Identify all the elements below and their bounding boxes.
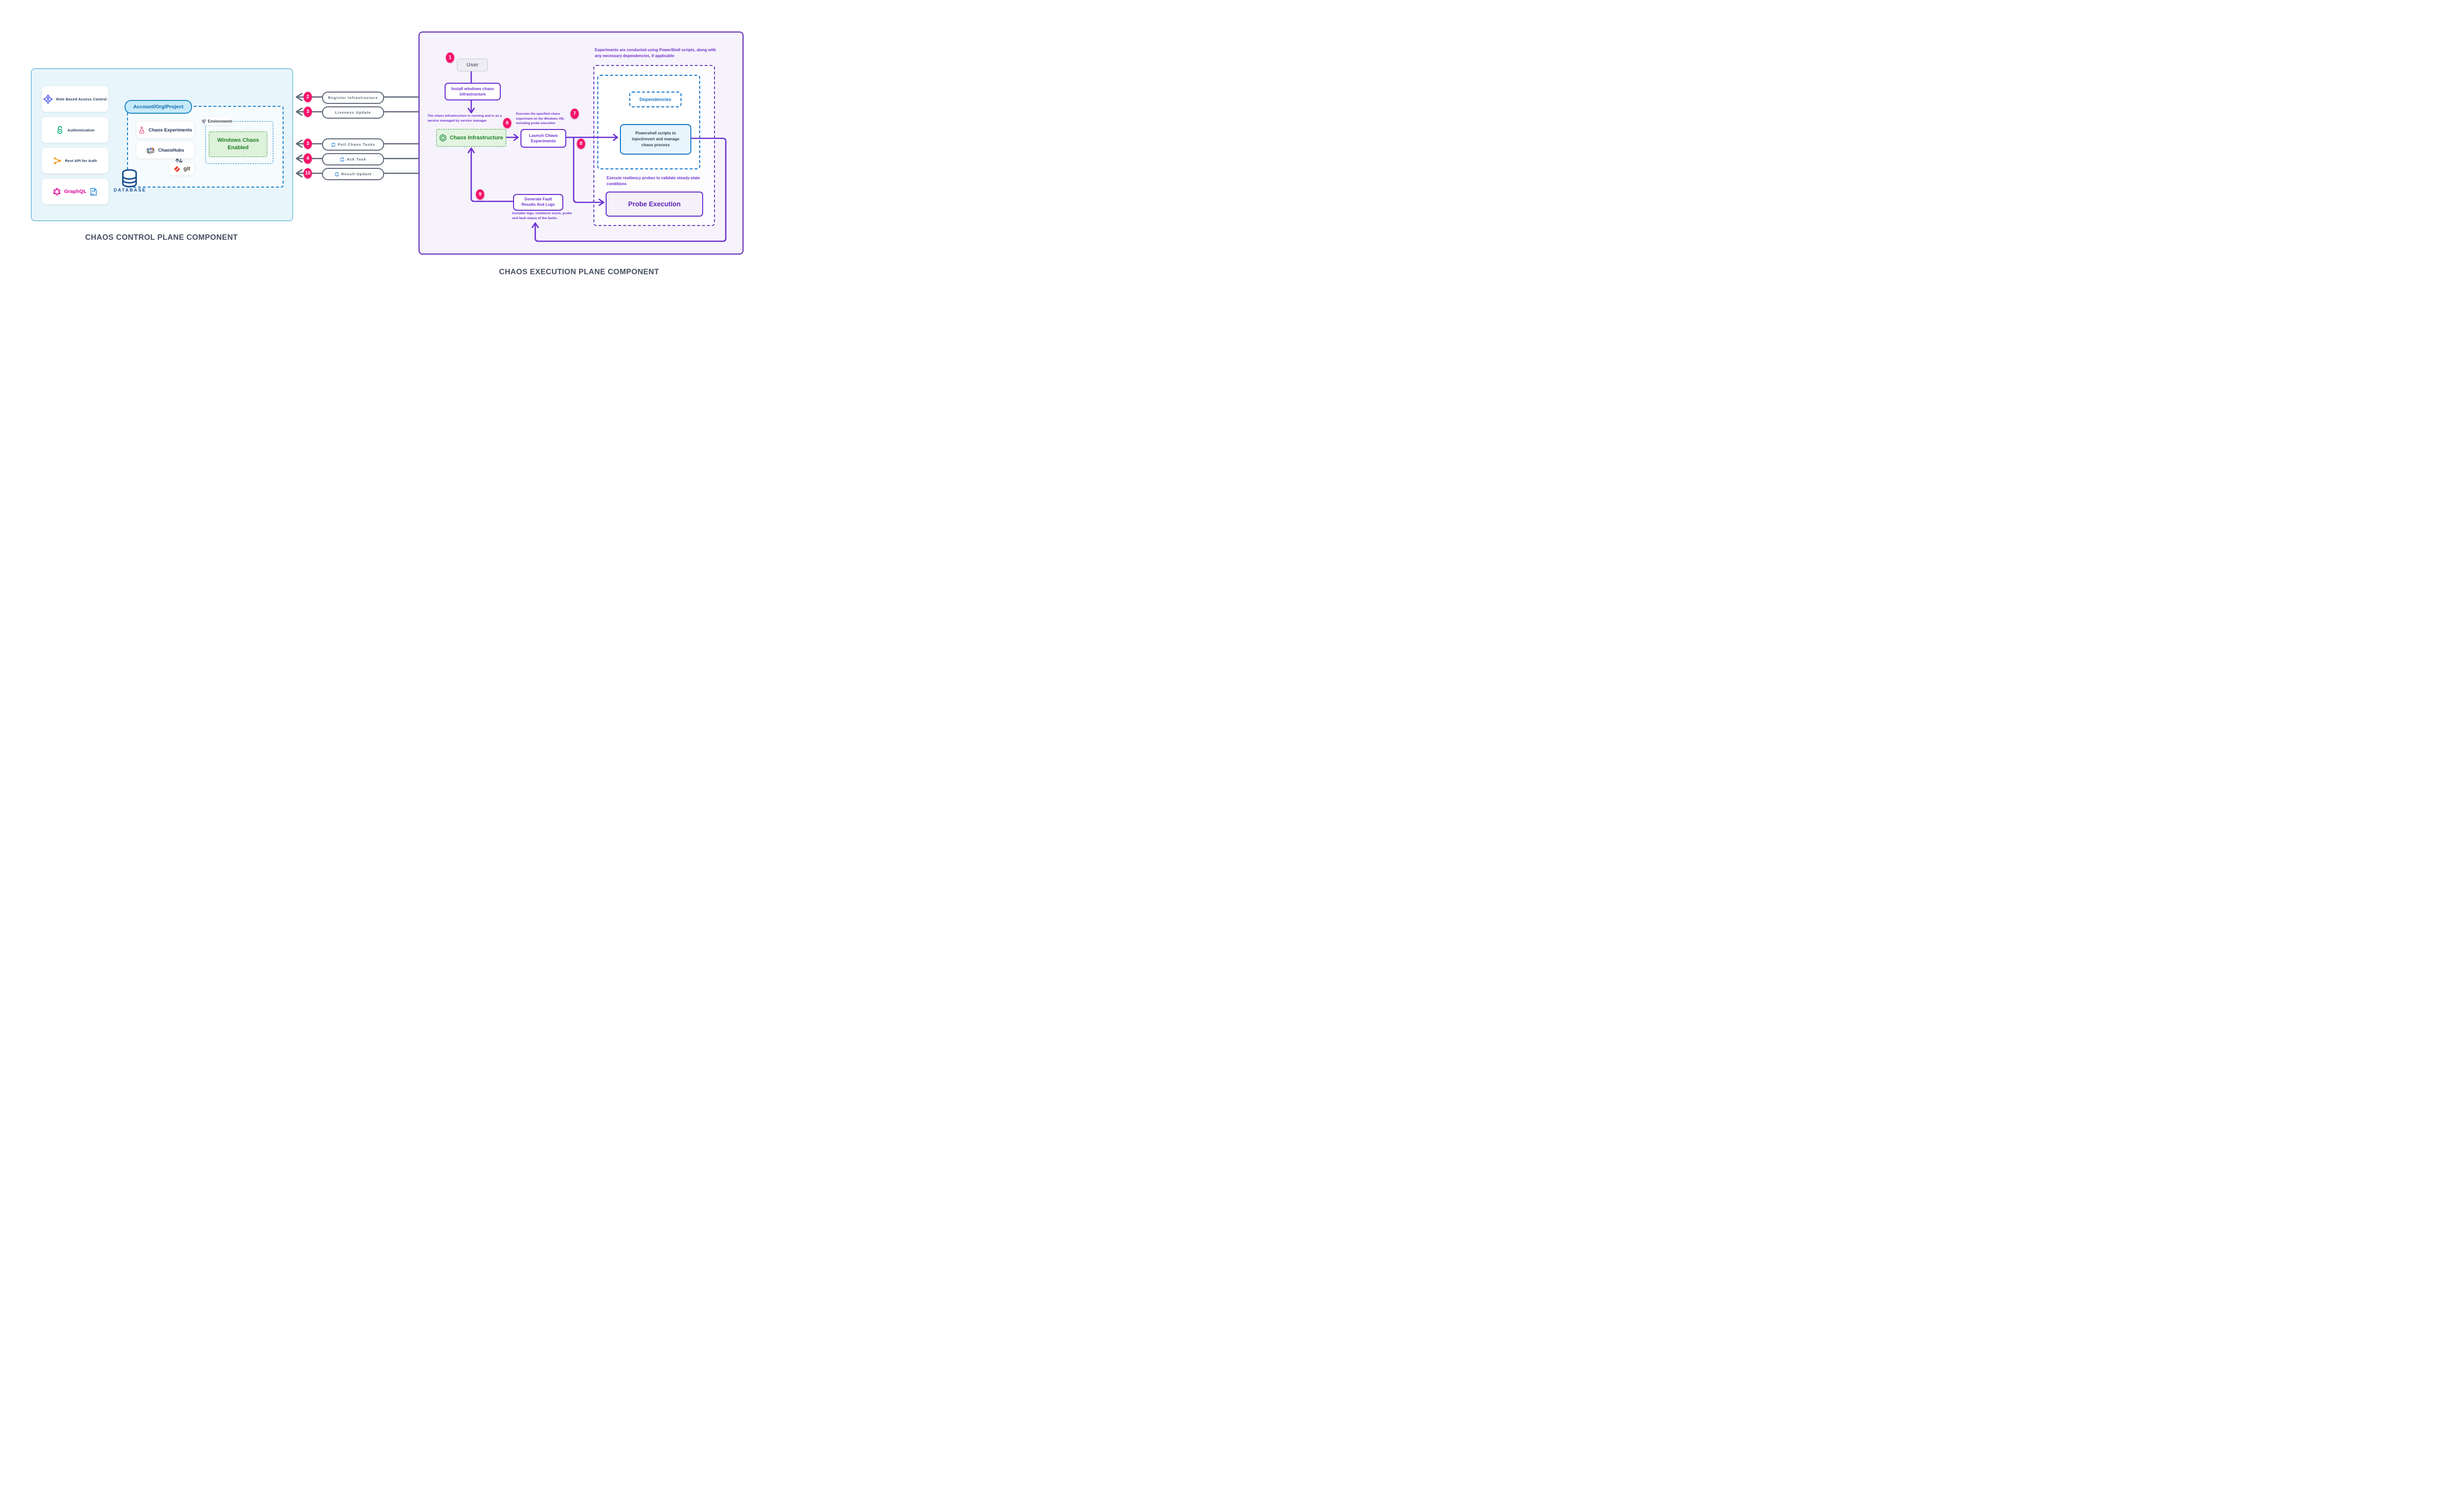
account-org-project-pill: Account/Org/Project <box>125 100 192 114</box>
flow-pill-result-update: Result Update <box>322 168 384 180</box>
environment-label-pill: Environment <box>201 117 232 125</box>
git-label: git <box>183 166 191 172</box>
badge-7: 7 <box>570 108 579 119</box>
auth-lock-icon <box>56 126 64 134</box>
launch-chaos-experiments-box: Launch Chaos Experiments <box>520 129 566 148</box>
flow-label: Poll Chaos Tasks <box>338 142 375 147</box>
chaoshubs-label: ChaosHubs <box>158 147 184 153</box>
execution-plane-title: CHAOS EXECUTION PLANE COMPONENT <box>499 268 659 276</box>
api-file-icon: API <box>90 188 97 196</box>
card-chaoshubs: ChaosHubs <box>136 142 194 159</box>
card-role-based-access-control: Role Based Access Control <box>42 86 108 112</box>
environment-dashed-box <box>205 121 273 164</box>
api-file-text: API <box>90 193 95 195</box>
sync-icon <box>334 172 339 177</box>
caption-includes-logs: Includes logs, resilience score, probe a… <box>512 212 572 221</box>
powershell-inner-dashed-box <box>597 75 700 169</box>
powershell-scripts-label: Powershell scripts to inject/revert and … <box>632 130 680 148</box>
flow-pill-ack-task: Ack Task <box>322 153 384 165</box>
sync-icon <box>331 142 336 147</box>
caption-executes-experiment: Executes the specified chaos experiment … <box>516 112 564 126</box>
generate-fault-results-box: Generate Fault Results And Logs <box>513 194 563 211</box>
environment-label: Environment <box>208 119 232 124</box>
chaos-infrastructure-label: Chaos Infrastructure <box>450 135 503 141</box>
badge-9: 9 <box>476 189 485 200</box>
card-rest-api-for-auth: Rest API for Auth <box>42 148 108 173</box>
rest-api-icon <box>53 157 62 165</box>
install-windows-chaos-infrastructure-box: Install windows chaos infrastructure <box>445 83 501 100</box>
sync-icon <box>340 157 345 162</box>
hexagons-icon <box>201 119 206 124</box>
user-label: User <box>466 62 479 68</box>
card-graphql: GraphQL API <box>42 179 108 204</box>
badge-6: 6 <box>503 118 512 129</box>
flow-label: Result Update <box>341 172 372 176</box>
card-chaos-experiments: Chaos Experiments <box>136 122 194 138</box>
card-label: Authentication <box>67 128 95 132</box>
card-authentication: Authentication <box>42 117 108 143</box>
badge-3: 3 <box>303 106 312 117</box>
card-label: Rest API for Auth <box>65 158 97 163</box>
chaos-experiments-label: Chaos Experiments <box>148 127 193 133</box>
badge-1: 1 <box>446 52 454 63</box>
git-icon <box>174 166 180 172</box>
install-box-label: Install windows chaos infrastructure <box>451 86 494 97</box>
flow-label: Ack Task <box>347 157 366 161</box>
chaos-infrastructure-icon <box>439 134 447 142</box>
database-label: DATABASE <box>113 188 147 193</box>
windows-chaos-enabled-box: Windows Chaos Enabled <box>209 131 267 157</box>
rbac-icon <box>43 95 53 104</box>
graphql-icon <box>53 188 61 195</box>
dependencies-box: Dependencies <box>629 92 681 107</box>
flow-label: Register Infrastructure <box>328 96 378 100</box>
chaoshub-rack-icon <box>146 146 155 154</box>
launch-box-label: Launch Chaos Experiments <box>529 132 558 143</box>
badge-3b: 3 <box>303 138 312 149</box>
database-icon <box>121 169 138 190</box>
dependencies-label: Dependencies <box>639 97 672 102</box>
badge-2: 2 <box>303 92 312 102</box>
badge-10: 10 <box>303 168 312 179</box>
probe-execution-label: Probe Execution <box>628 200 681 208</box>
badge-8: 8 <box>577 138 585 149</box>
chaos-infrastructure-box: Chaos Infrastructure <box>436 129 506 147</box>
flow-pill-liveness-update: Liveness Update <box>322 106 384 119</box>
flow-pill-poll-chaos-tasks: Poll Chaos Tasks <box>322 138 384 151</box>
user-box: User <box>457 59 488 71</box>
caption-execute-probes: Execute resiliency probes to validate st… <box>607 176 700 186</box>
chaos-architecture-diagram: Role Based Access Control Authentication… <box>0 0 772 307</box>
caption-powershell-experiments: Experiments are conducted using PowerShe… <box>595 48 716 58</box>
flow-label: Liveness Update <box>335 110 371 115</box>
probe-execution-box: Probe Execution <box>606 192 703 217</box>
powershell-scripts-box: Powershell scripts to inject/revert and … <box>620 124 691 155</box>
control-plane-title: CHAOS CONTROL PLANE COMPONENT <box>85 233 238 242</box>
card-git: git <box>170 162 194 175</box>
windows-chaos-enabled-label: Windows Chaos Enabled <box>217 137 259 151</box>
card-label: Role Based Access Control <box>56 97 107 101</box>
generate-fault-results-label: Generate Fault Results And Logs <box>521 197 555 207</box>
graphql-label: GraphQL <box>64 189 87 194</box>
badge-4: 4 <box>303 153 312 164</box>
flow-pill-register-infrastructure: Register Infrastructure <box>322 92 384 104</box>
caption-infrastructure-running: The chaos infrastructure is running and … <box>427 114 502 123</box>
flask-icon <box>138 126 145 134</box>
account-org-project-label: Account/Org/Project <box>133 104 184 110</box>
